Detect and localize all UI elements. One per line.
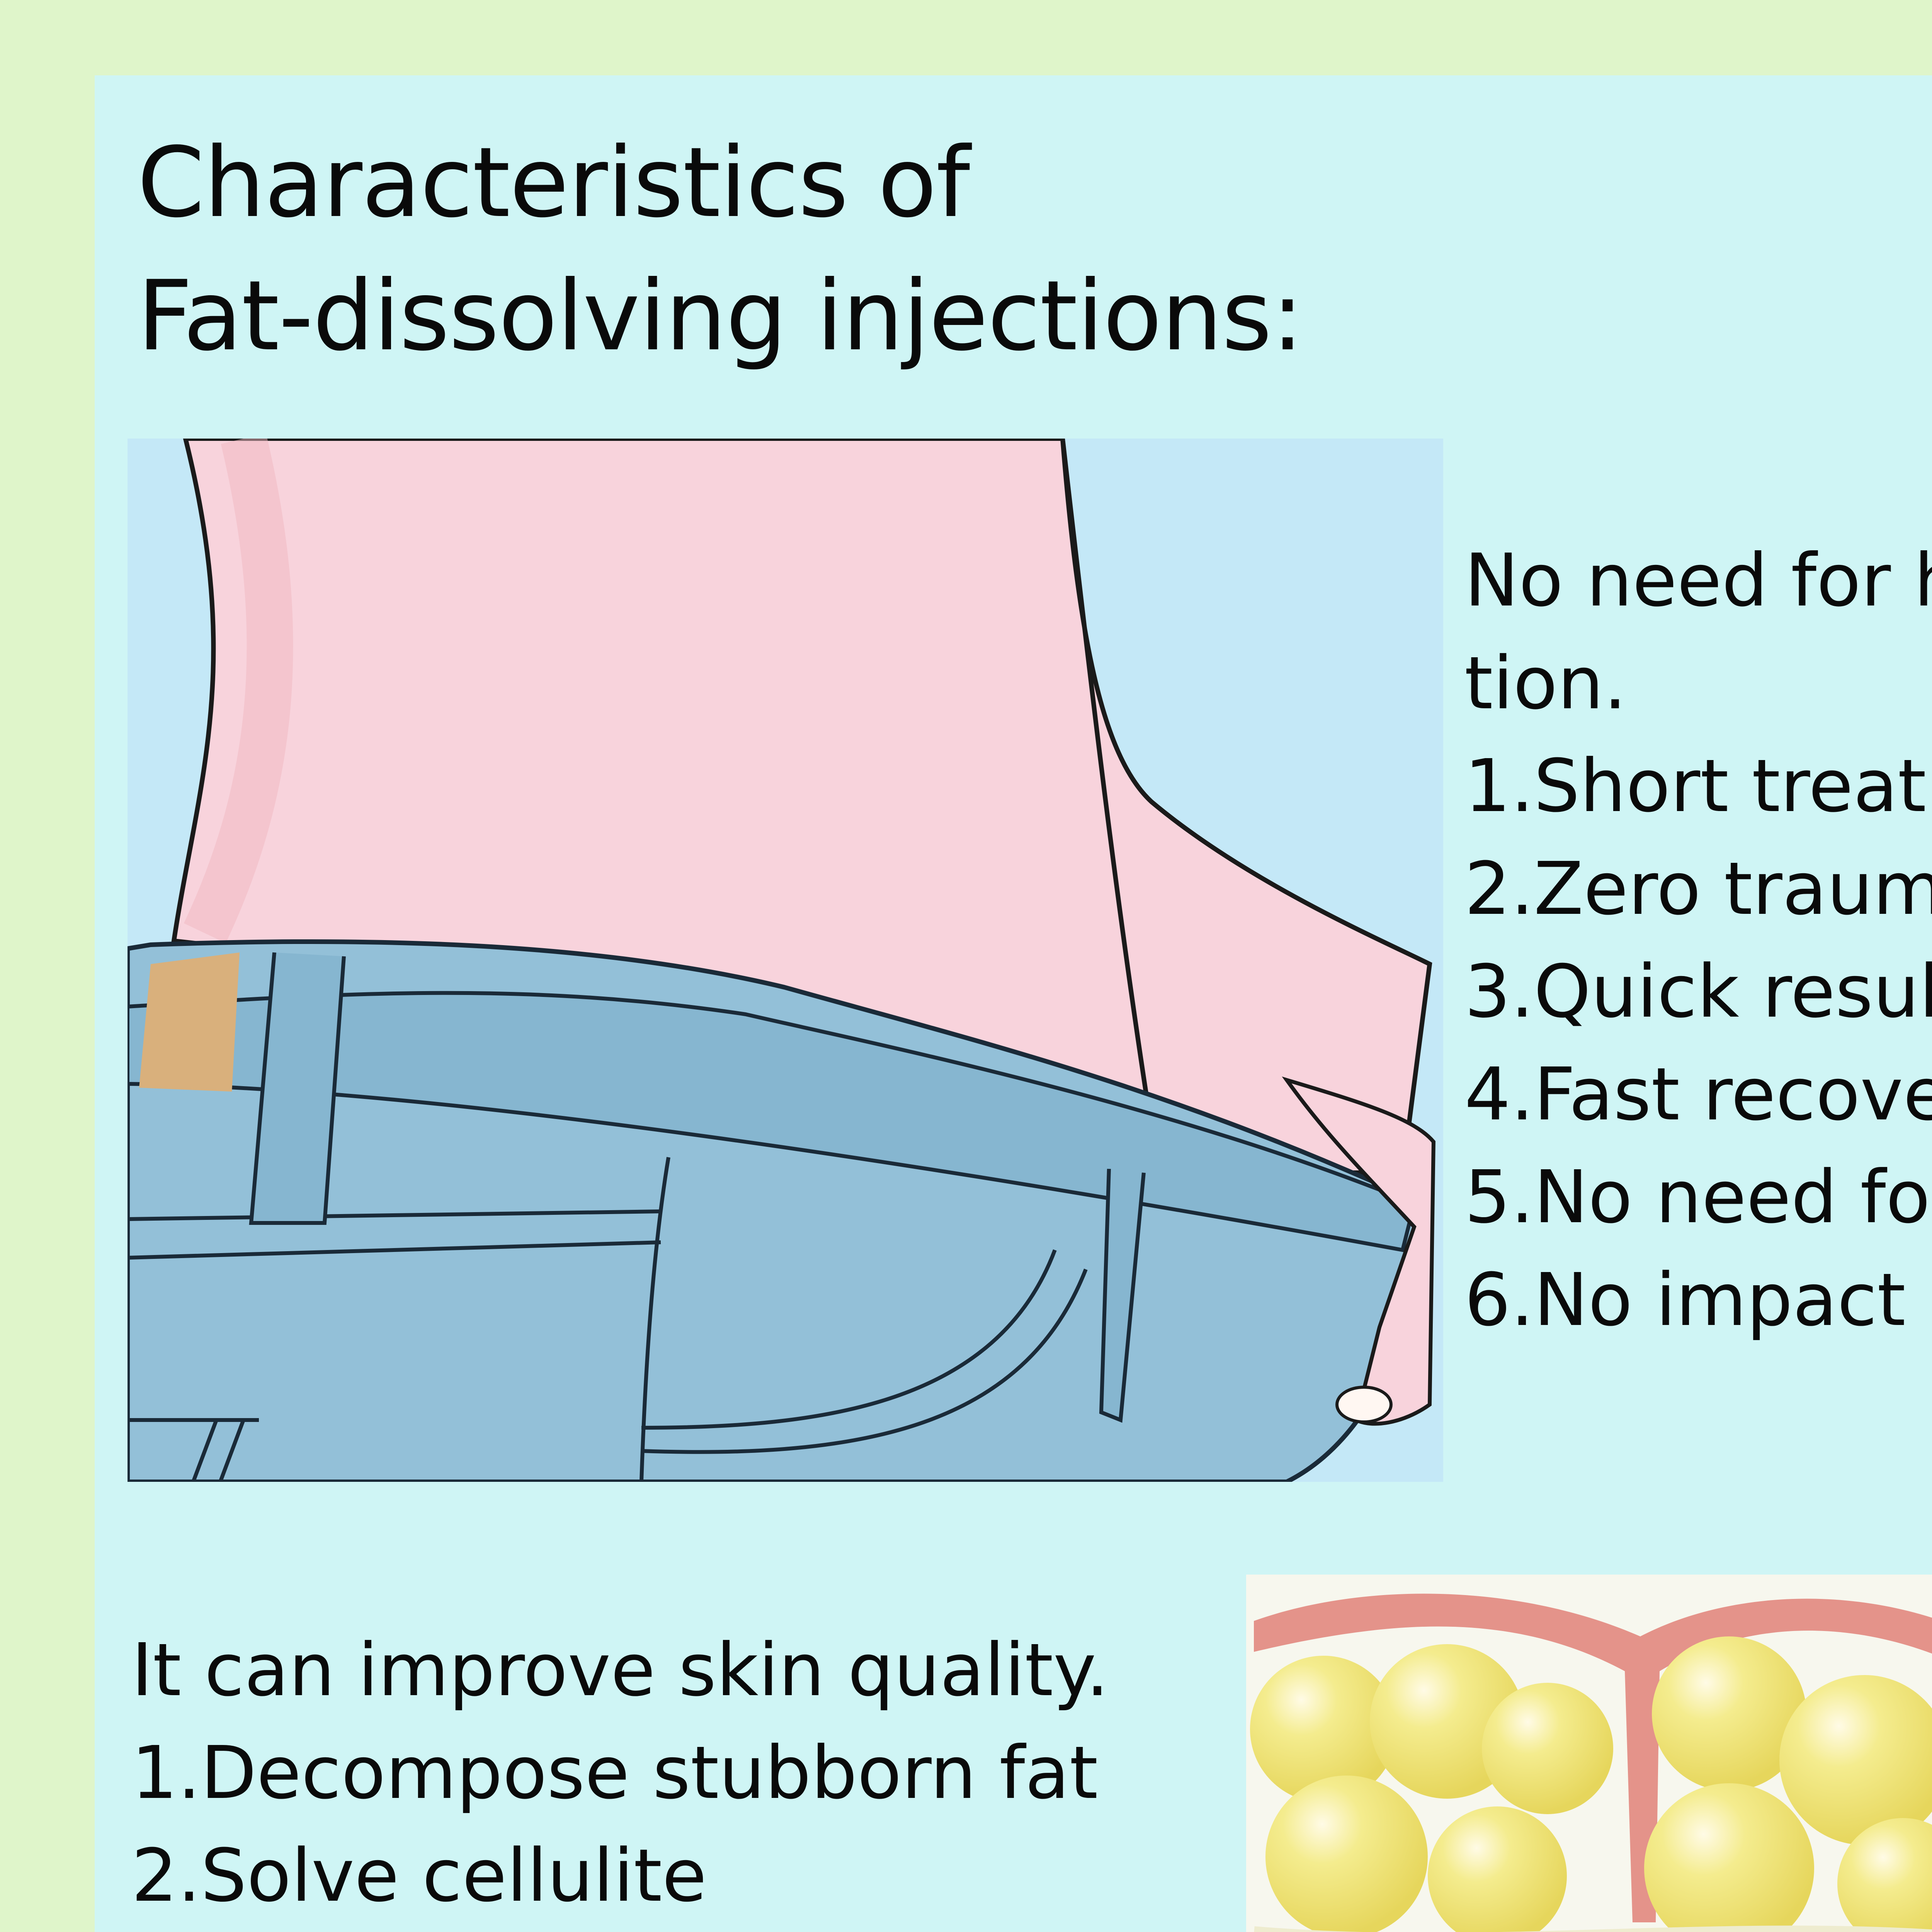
benefits-list-procedure: No need for hospitaliza- tion. 1.Short t… — [1464, 529, 1932, 1352]
procedure-item: 5.No need for dieting — [1464, 1155, 1932, 1240]
procedure-intro-line-2: tion. — [1464, 641, 1627, 726]
title-line-1: Characteristics of — [137, 126, 970, 239]
title-line-2: Fat-dissolving injections: — [137, 260, 1304, 372]
procedure-intro-line-1: No need for hospitaliza- — [1464, 538, 1932, 623]
skin-item: 3.Promote metabolism — [131, 1927, 1158, 1932]
benefits-list-skin: It can improve skin quality. 1.Decompose… — [131, 1619, 1158, 1932]
procedure-item: 1.Short treatment process — [1464, 744, 1932, 828]
jeans-waist-icon — [128, 439, 1443, 1482]
page-title: Characteristics of Fat-dissolving inject… — [137, 116, 1304, 383]
loose-jeans-illustration — [128, 439, 1443, 1482]
fat-cells-illustration — [1246, 1575, 1932, 1932]
fat-cells-icon — [1246, 1575, 1932, 1932]
skin-item: 1.Decompose stubborn fat — [131, 1731, 1098, 1815]
skin-item: 2.Solve cellulite — [131, 1833, 707, 1918]
procedure-item: 4.Fast recovery — [1464, 1052, 1932, 1137]
procedure-item: 6.No impact on daily life. — [1464, 1258, 1932, 1342]
skin-intro: It can improve skin quality. — [131, 1628, 1109, 1713]
procedure-item: 2.Zero trauma — [1464, 847, 1932, 931]
procedure-item: 3.Quick results — [1464, 949, 1932, 1034]
